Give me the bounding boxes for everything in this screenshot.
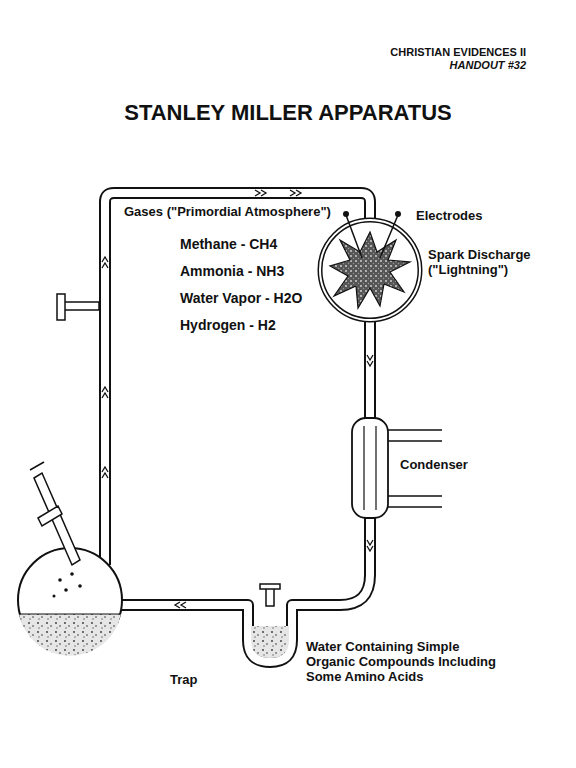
electrodes-label: Electrodes: [416, 209, 536, 224]
product-label: Water Containing Simple Organic Compound…: [306, 640, 506, 685]
spark-label: Spark Discharge ("Lightning"): [428, 248, 534, 278]
gas-name: Ammonia - NH3: [180, 263, 350, 279]
course-name: CHRISTIAN EVIDENCES II: [330, 46, 526, 59]
gas-name: Methane - CH4: [180, 236, 350, 252]
gases-label: Gases ("Primordial Atmosphere"): [124, 205, 354, 220]
diagram-title: STANLEY MILLER APPARATUS: [40, 100, 536, 125]
gas-name: Hydrogen - H2: [180, 317, 350, 333]
trap-label: Trap: [170, 673, 230, 688]
handout-number: HANDOUT #32: [330, 59, 526, 72]
condenser-label: Condenser: [400, 458, 510, 473]
gas-name: Water Vapor - H2O: [180, 290, 350, 306]
